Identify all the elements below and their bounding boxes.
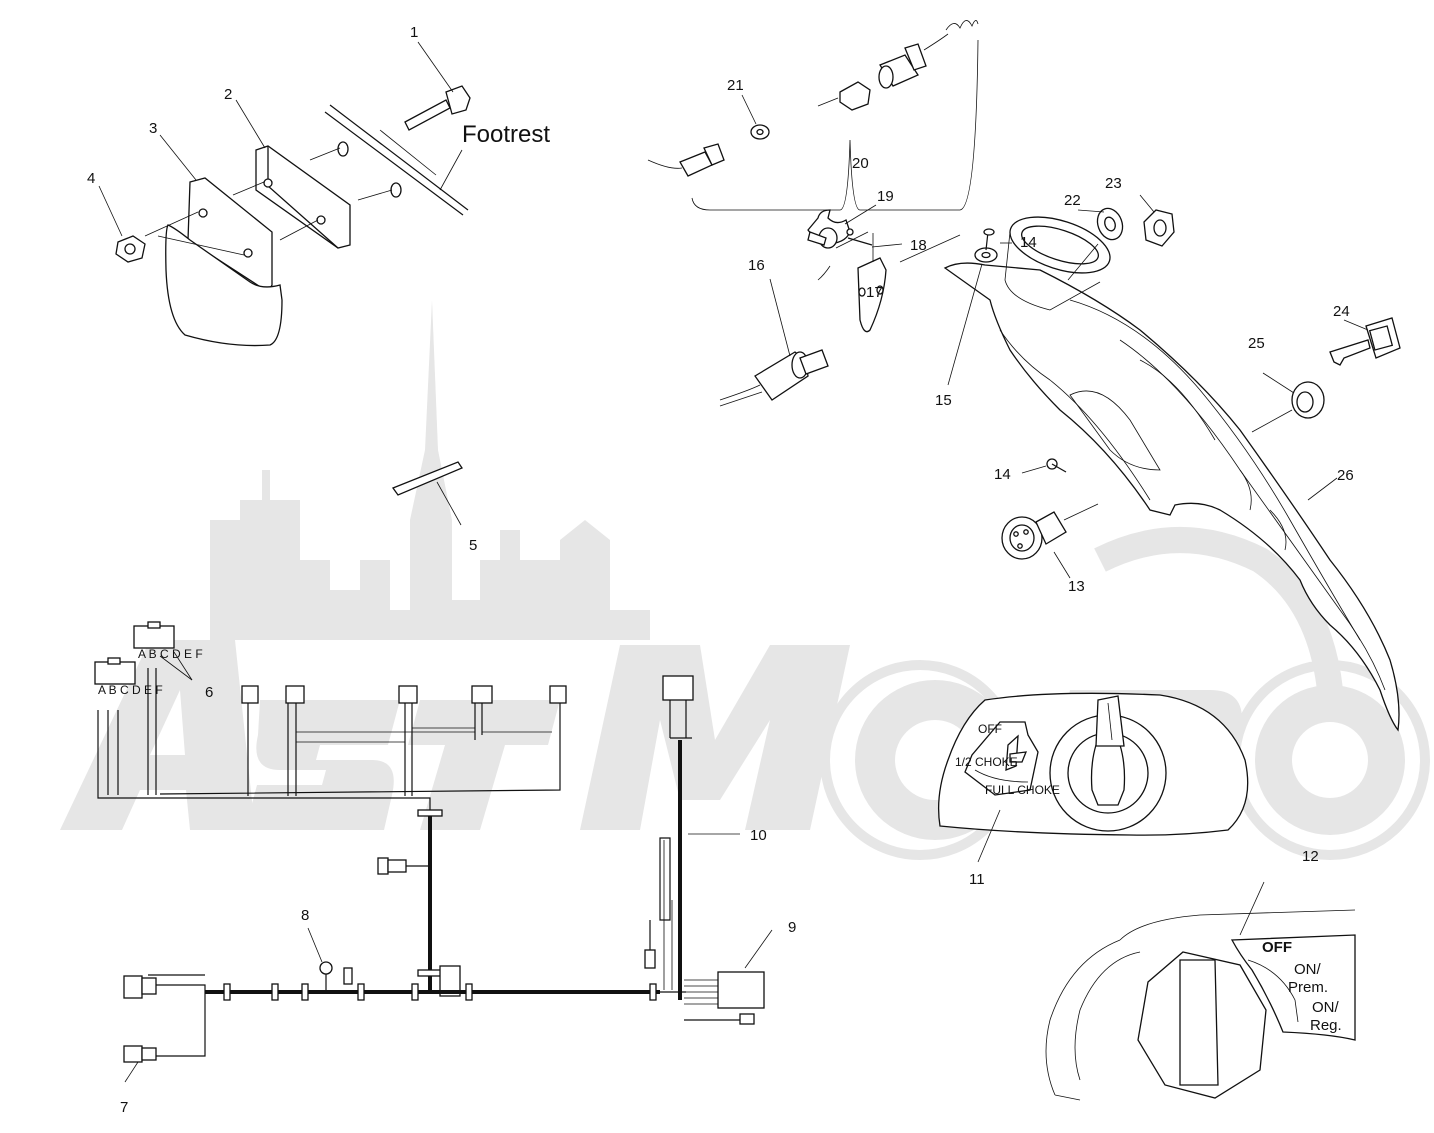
choke-off-label: OFF bbox=[978, 722, 1002, 736]
callout-11: 11 bbox=[969, 871, 985, 888]
callout-14-bottom: 14 bbox=[994, 466, 1011, 483]
fuel-on-reg-label-2: Reg. bbox=[1310, 1017, 1342, 1034]
callout-26: 26 bbox=[1337, 467, 1354, 484]
callout-13: 13 bbox=[1068, 578, 1085, 595]
switch-parts bbox=[647, 20, 979, 407]
callout-14-top: 14 bbox=[1020, 234, 1037, 251]
callout-numbers: 1 2 3 4 5 6 7 8 9 10 11 12 13 14 14 15 1… bbox=[87, 24, 1354, 1116]
footrest-label: Footrest bbox=[462, 121, 550, 148]
callout-16: 16 bbox=[748, 257, 765, 274]
choke-panel bbox=[938, 692, 1249, 863]
connector-letters-lower: A B C D E F bbox=[98, 683, 163, 697]
tie-strap-part bbox=[391, 461, 463, 526]
callout-22: 22 bbox=[1064, 192, 1081, 209]
callout-10: 10 bbox=[750, 827, 767, 844]
callout-8: 8 bbox=[301, 907, 309, 924]
callout-6: 6 bbox=[205, 684, 213, 701]
callout-21: 21 bbox=[727, 77, 744, 94]
callout-19: 19 bbox=[877, 188, 894, 205]
callout-9: 9 bbox=[788, 919, 796, 936]
fuel-valve-panel bbox=[1045, 881, 1356, 1101]
fuel-on-prem-label-2: Prem. bbox=[1288, 979, 1328, 996]
callout-1: 1 bbox=[410, 24, 418, 41]
fuel-on-prem-label-1: ON/ bbox=[1294, 961, 1322, 978]
fuel-on-reg-label-1: ON/ bbox=[1312, 999, 1340, 1016]
side-panel-assembly bbox=[943, 207, 1401, 732]
callout-18: 18 bbox=[910, 237, 927, 254]
footrest-assembly bbox=[115, 85, 471, 347]
callout-12: 12 bbox=[1302, 848, 1319, 865]
callout-4: 4 bbox=[87, 170, 95, 187]
callout-25: 25 bbox=[1248, 335, 1265, 352]
callout-15: 15 bbox=[935, 392, 952, 409]
full-choke-label: FULL CHOKE bbox=[985, 783, 1060, 797]
callout-23: 23 bbox=[1105, 175, 1122, 192]
wiring-harness: A B C D E F A B C D E F bbox=[94, 621, 773, 1083]
text-labels: Footrest OFF 1/2 CHOKE FULL CHOKE OFF ON… bbox=[462, 121, 1342, 1034]
fuel-off-label: OFF bbox=[1262, 939, 1292, 956]
callout-3: 3 bbox=[149, 120, 157, 137]
callout-2: 2 bbox=[224, 86, 232, 103]
callout-24: 24 bbox=[1333, 303, 1350, 320]
footrest-leaders bbox=[98, 41, 463, 237]
callout-17: 17 bbox=[866, 284, 883, 301]
half-choke-label: 1/2 CHOKE bbox=[955, 755, 1018, 769]
right-leaders bbox=[741, 94, 1369, 579]
callout-5: 5 bbox=[469, 537, 477, 554]
callout-20: 20 bbox=[852, 155, 869, 172]
connector-letters-upper: A B C D E F bbox=[138, 647, 203, 661]
callout-7: 7 bbox=[120, 1099, 128, 1116]
